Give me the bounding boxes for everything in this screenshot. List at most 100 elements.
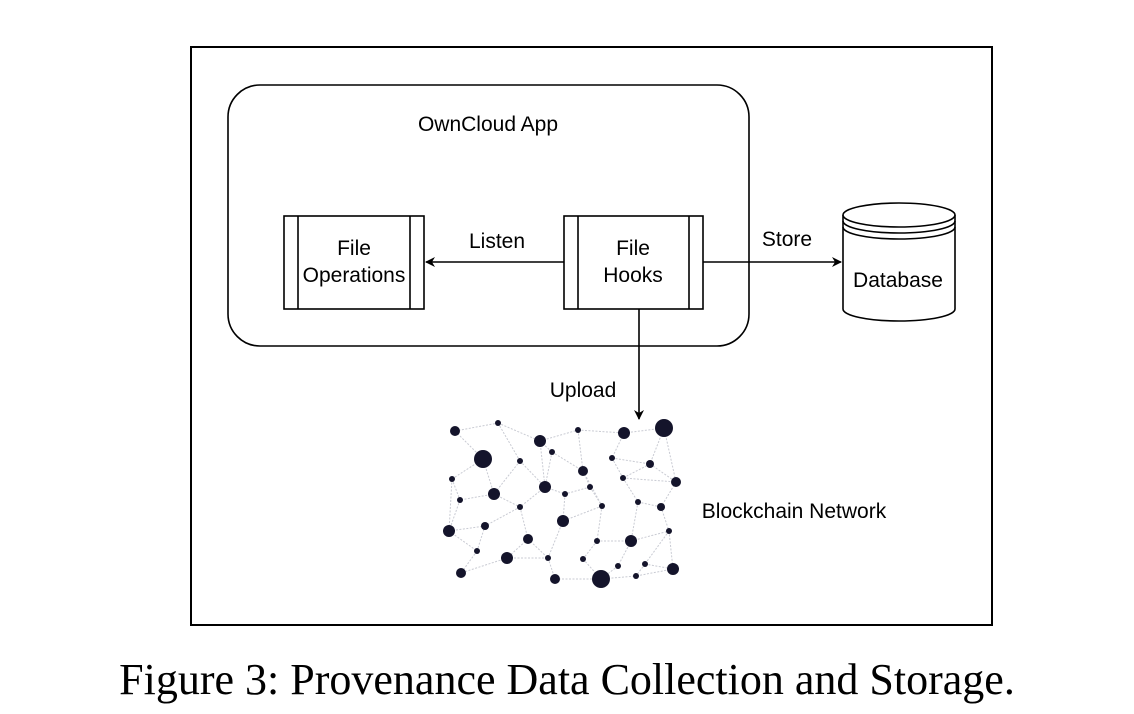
blockchain-node	[620, 475, 626, 481]
blockchain-node	[599, 503, 605, 509]
blockchain-node	[580, 556, 586, 562]
blockchain-link	[582, 470, 603, 507]
blockchain-link	[451, 478, 461, 501]
blockchain-node	[517, 504, 523, 510]
file-hooks-node: File Hooks	[563, 215, 704, 310]
blockchain-link	[635, 568, 674, 577]
blockchain-node	[625, 535, 637, 547]
blockchain-node	[456, 568, 466, 578]
file-operations-node: File Operations	[283, 215, 425, 310]
blockchain-link	[564, 486, 591, 495]
blockchain-link	[611, 457, 624, 479]
blockchain-node	[557, 515, 569, 527]
upload-label: Upload	[550, 379, 617, 402]
blockchain-node	[495, 420, 501, 426]
blockchain-link	[448, 499, 461, 532]
blockchain-link	[448, 525, 486, 532]
blockchain-link	[454, 422, 499, 432]
database-label: Database	[853, 269, 943, 292]
blockchain-link	[547, 520, 564, 559]
blockchain-link	[539, 429, 579, 442]
blockchain-node	[474, 548, 480, 554]
file-hooks-label-line1: File	[616, 237, 650, 260]
blockchain-node	[449, 476, 455, 482]
blockchain-node	[592, 570, 610, 588]
file-hooks-label-line2: Hooks	[603, 264, 663, 287]
blockchain-link	[484, 506, 521, 527]
listen-label: Listen	[469, 230, 525, 253]
blockchain-link	[577, 429, 625, 434]
blockchain-link	[519, 460, 546, 488]
blockchain-link	[668, 530, 674, 570]
blockchain-link	[476, 525, 486, 552]
blockchain-link	[551, 451, 584, 472]
blockchain-link	[448, 478, 453, 532]
blockchain-link	[459, 493, 495, 501]
blockchain-link	[582, 540, 598, 560]
blockchain-node	[539, 481, 551, 493]
blockchain-node	[594, 538, 600, 544]
blockchain-link	[644, 563, 674, 570]
figure-caption: Figure 3: Provenance Data Collection and…	[119, 655, 1015, 704]
blockchain-link	[630, 501, 639, 542]
owncloud-app-container	[227, 84, 750, 347]
blockchain-label: Blockchain Network	[702, 500, 887, 523]
blockchain-node	[450, 426, 460, 436]
owncloud-app-label: OwnCloud App	[418, 113, 558, 136]
blockchain-node	[587, 484, 593, 490]
blockchain-link	[519, 506, 529, 540]
blockchain-link	[497, 422, 541, 442]
blockchain-link	[649, 427, 665, 465]
blockchain-link	[622, 477, 677, 483]
blockchain-node	[642, 561, 648, 567]
blockchain-link	[448, 530, 478, 552]
blockchain-link	[562, 505, 603, 522]
blockchain-link	[539, 440, 553, 453]
blockchain-node	[545, 555, 551, 561]
blockchain-node	[501, 552, 513, 564]
blockchain-node	[523, 534, 533, 544]
blockchain-node	[517, 458, 523, 464]
file-operations-label-line1: File	[337, 237, 371, 260]
blockchain-link	[649, 463, 677, 483]
blockchain-link	[596, 505, 603, 542]
blockchain-link	[460, 557, 508, 574]
blockchain-link	[637, 501, 662, 508]
blockchain-node	[666, 528, 672, 534]
blockchain-link	[611, 457, 651, 465]
file-operations-label-line2: Operations	[303, 264, 406, 287]
blockchain-node	[443, 525, 455, 537]
blockchain-link	[493, 460, 521, 495]
blockchain-node	[609, 455, 615, 461]
blockchain-node	[615, 563, 621, 569]
blockchain-link	[577, 429, 584, 472]
blockchain-node	[562, 491, 568, 497]
blockchain-link	[600, 575, 637, 580]
blockchain-link	[482, 458, 495, 495]
blockchain-node	[655, 419, 673, 437]
blockchain-node	[474, 450, 492, 468]
blockchain-network-icon	[443, 419, 681, 588]
blockchain-link	[630, 530, 670, 542]
blockchain-node	[549, 449, 555, 455]
blockchain-link	[539, 440, 546, 488]
blockchain-node	[578, 466, 588, 476]
blockchain-node	[657, 503, 665, 511]
blockchain-link	[497, 422, 521, 462]
figure-frame	[190, 46, 993, 626]
blockchain-node	[646, 460, 654, 468]
blockchain-link	[622, 463, 651, 479]
blockchain-link	[660, 506, 670, 532]
blockchain-node	[534, 435, 546, 447]
blockchain-node	[550, 574, 560, 584]
blockchain-link	[451, 458, 484, 480]
blockchain-node	[575, 427, 581, 433]
blockchain-node	[488, 488, 500, 500]
blockchain-link	[663, 427, 677, 483]
blockchain-node	[671, 477, 681, 487]
blockchain-node	[667, 563, 679, 575]
blockchain-node	[633, 573, 639, 579]
blockchain-node	[457, 497, 463, 503]
blockchain-link	[622, 477, 639, 503]
